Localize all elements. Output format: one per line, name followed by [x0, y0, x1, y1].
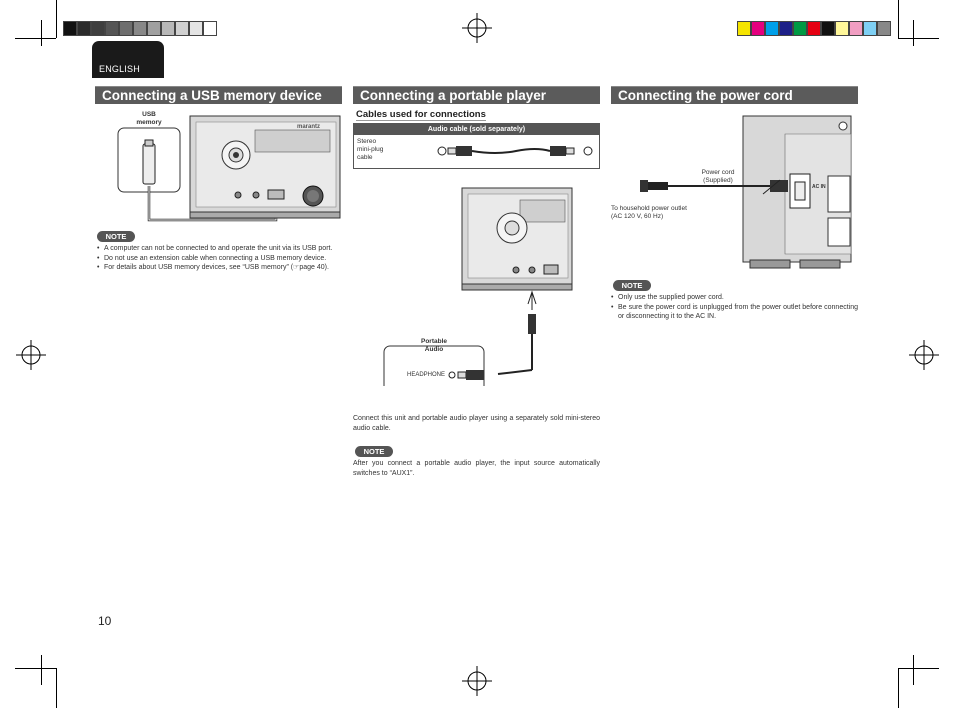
color-swatch	[119, 21, 133, 36]
crop-mark	[898, 668, 939, 669]
usb-section-title: Connecting a USB memory device	[95, 86, 342, 104]
color-swatch	[751, 21, 765, 36]
power-note-item: Be sure the power cord is unplugged from…	[611, 303, 858, 322]
cable-table: Audio cable (sold separately) Stereo min…	[353, 123, 600, 169]
portable-connection-illustration	[383, 187, 573, 386]
color-swatch	[737, 21, 751, 36]
color-swatch	[175, 21, 189, 36]
page-number: 10	[98, 614, 112, 628]
headphone-label: HEADPHONE	[407, 372, 446, 378]
usb-note-item: A computer can not be connected to and o…	[97, 244, 343, 254]
crop-mark	[56, 0, 57, 38]
power-note-badge: NOTE	[613, 280, 651, 291]
cable-row-label: Stereo mini-plug cable	[357, 138, 384, 161]
crop-mark	[898, 668, 899, 708]
power-notes: Only use the supplied power cord. Be sur…	[611, 293, 858, 322]
portable-note-badge: NOTE	[355, 446, 393, 457]
crop-mark	[898, 38, 939, 39]
portable-player-label: Portable Audio	[420, 338, 447, 353]
power-note-item: Only use the supplied power cord.	[611, 293, 858, 303]
registration-mark-icon	[909, 340, 939, 370]
portable-section-title: Connecting a portable player	[353, 86, 600, 104]
crop-mark	[41, 655, 42, 685]
usb-connection-illustration: marantz	[117, 115, 341, 222]
color-swatch	[91, 21, 105, 36]
mini-plug-cable-icon	[437, 146, 593, 156]
color-swatch	[147, 21, 161, 36]
color-swatch	[133, 21, 147, 36]
color-swatch	[203, 21, 217, 36]
power-cord-label: Power cord (Supplied)	[701, 169, 735, 184]
usb-note-item: Do not use an extension cable when conne…	[97, 254, 343, 264]
color-swatch	[779, 21, 793, 36]
portable-note-text: After you connect a portable audio playe…	[353, 460, 600, 477]
color-swatch	[821, 21, 835, 36]
crop-mark	[15, 38, 56, 39]
registration-mark-icon	[462, 13, 492, 43]
power-connection-illustration	[640, 115, 852, 269]
color-swatch	[849, 21, 863, 36]
color-swatch	[835, 21, 849, 36]
outlet-label: To household power outlet (AC 120 V, 60 …	[611, 205, 687, 220]
portable-body-text: Connect this unit and portable audio pla…	[353, 415, 600, 432]
usb-note-badge: NOTE	[97, 231, 135, 242]
crop-mark	[913, 655, 914, 685]
color-swatch	[863, 21, 877, 36]
usb-notes: A computer can not be connected to and o…	[97, 244, 343, 273]
cables-heading: Cables used for connections	[356, 109, 486, 121]
ac-in-label: AC IN	[812, 184, 826, 190]
crop-mark	[15, 668, 56, 669]
crop-mark	[913, 20, 914, 46]
usb-note-item: For details about USB memory devices, se…	[97, 263, 343, 273]
color-swatch	[63, 21, 77, 36]
registration-mark-icon	[462, 666, 492, 696]
crop-mark	[56, 668, 57, 708]
language-label: ENGLISH	[99, 64, 140, 74]
color-swatch	[765, 21, 779, 36]
registration-mark-icon	[16, 340, 46, 370]
cable-table-header: Audio cable (sold separately)	[354, 124, 599, 135]
color-swatch	[77, 21, 91, 36]
color-swatch	[161, 21, 175, 36]
color-swatch	[189, 21, 203, 36]
color-swatch	[105, 21, 119, 36]
crop-mark	[898, 0, 899, 38]
color-swatch	[877, 21, 891, 36]
power-section-title: Connecting the power cord	[611, 86, 858, 104]
color-swatch	[807, 21, 821, 36]
crop-mark	[41, 20, 42, 46]
color-swatch	[793, 21, 807, 36]
language-tab: ENGLISH	[92, 41, 164, 78]
brand-mark: marantz	[297, 124, 320, 130]
